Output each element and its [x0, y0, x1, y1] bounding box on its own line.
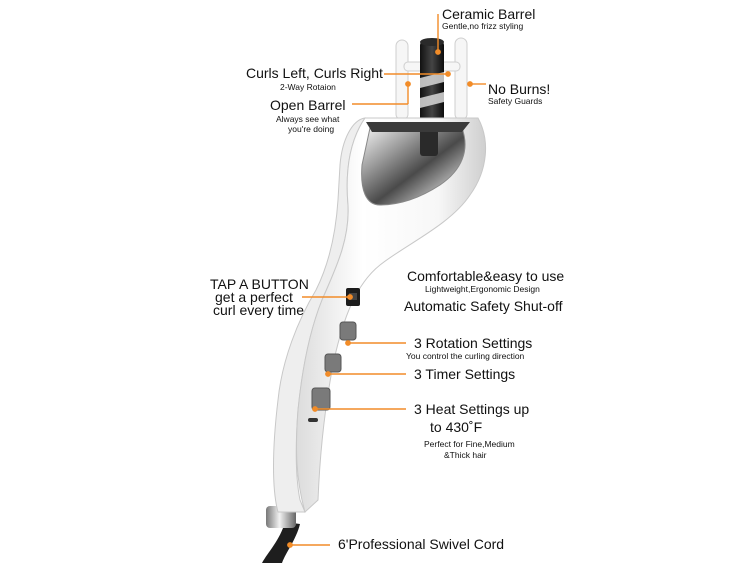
power-cord [262, 522, 300, 563]
timer-title: 3 Timer Settings [414, 366, 516, 382]
open-barrel-sub2: you're doing [288, 124, 335, 134]
heat-button [311, 387, 331, 411]
ceramic-barrel-sub: Gentle,no frizz styling [442, 21, 524, 31]
ceramic-barrel-title: Ceramic Barrel [442, 6, 536, 22]
tap-button-line3: curl every time [213, 302, 305, 318]
tap-button-line1: TAP A BUTTON [210, 276, 309, 292]
open-barrel-chamber [361, 127, 466, 206]
auto-shutoff-title: Automatic Safety Shut-off [404, 298, 563, 314]
comfortable-title: Comfortable&easy to use [407, 268, 565, 284]
heat-line1: 3 Heat Settings up [414, 401, 530, 417]
heat-sub1: Perfect for Fine,Medium [424, 439, 515, 449]
open-barrel-title: Open Barrel [270, 97, 346, 113]
no-burns-sub: Safety Guards [488, 96, 543, 106]
curls-lr-title: Curls Left, Curls Right [246, 65, 383, 81]
open-barrel-sub1: Always see what [276, 114, 340, 124]
rotation-sub: You control the curling direction [406, 351, 525, 361]
heat-sub2: &Thick hair [444, 450, 487, 460]
heat-line2: to 430˚F [430, 419, 483, 435]
comfortable-sub: Lightweight,Ergonomic Design [425, 284, 540, 294]
safety-guard-right [454, 37, 468, 121]
rotation-title: 3 Rotation Settings [414, 335, 533, 351]
safety-guard-left [395, 39, 409, 121]
cord-title: 6'Professional Swivel Cord [338, 536, 505, 552]
curls-lr-sub: 2-Way Rotaion [280, 82, 336, 92]
no-burns-title: No Burns! [488, 81, 551, 97]
timer-button [324, 353, 342, 373]
rotation-button [339, 321, 357, 341]
tap-button-line2: get a perfect [215, 289, 293, 305]
